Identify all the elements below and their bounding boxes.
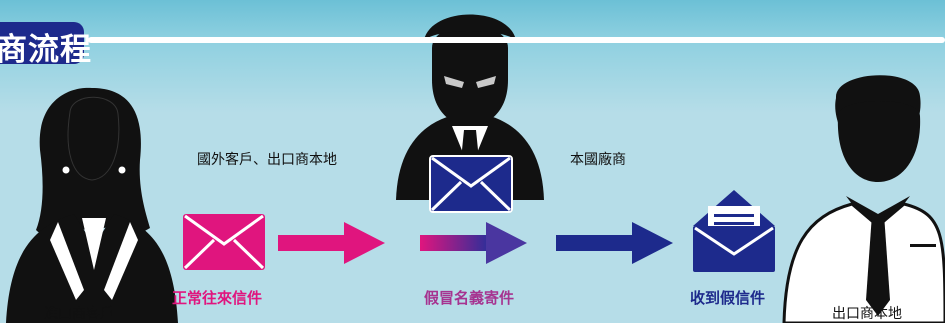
man-silhouette-icon bbox=[782, 75, 945, 323]
arrow-right-icon bbox=[278, 222, 385, 264]
step-3-label: 收到假信件 bbox=[690, 289, 766, 307]
step-1-label: 正常往來信件 bbox=[172, 289, 263, 307]
title-underline bbox=[88, 37, 945, 43]
title-box bbox=[0, 22, 84, 64]
arrow-right-icon bbox=[420, 222, 527, 264]
open-envelope-icon bbox=[693, 190, 775, 272]
arrow-right-icon bbox=[556, 222, 673, 264]
envelope-icon bbox=[429, 155, 513, 213]
importer-label: 進口商客戶 bbox=[44, 306, 114, 322]
fraud-vendor-label: 本國廠商 bbox=[570, 152, 626, 168]
envelope-icon bbox=[183, 214, 265, 270]
exporter-label: 出口商本地 bbox=[832, 306, 902, 322]
fraud-top-label: 國外客戶、出口商本地 bbox=[197, 152, 337, 168]
step-2-label: 假冒名義寄件 bbox=[424, 289, 515, 307]
woman-silhouette-icon bbox=[6, 87, 178, 323]
page-title: 商流程 bbox=[0, 32, 92, 68]
